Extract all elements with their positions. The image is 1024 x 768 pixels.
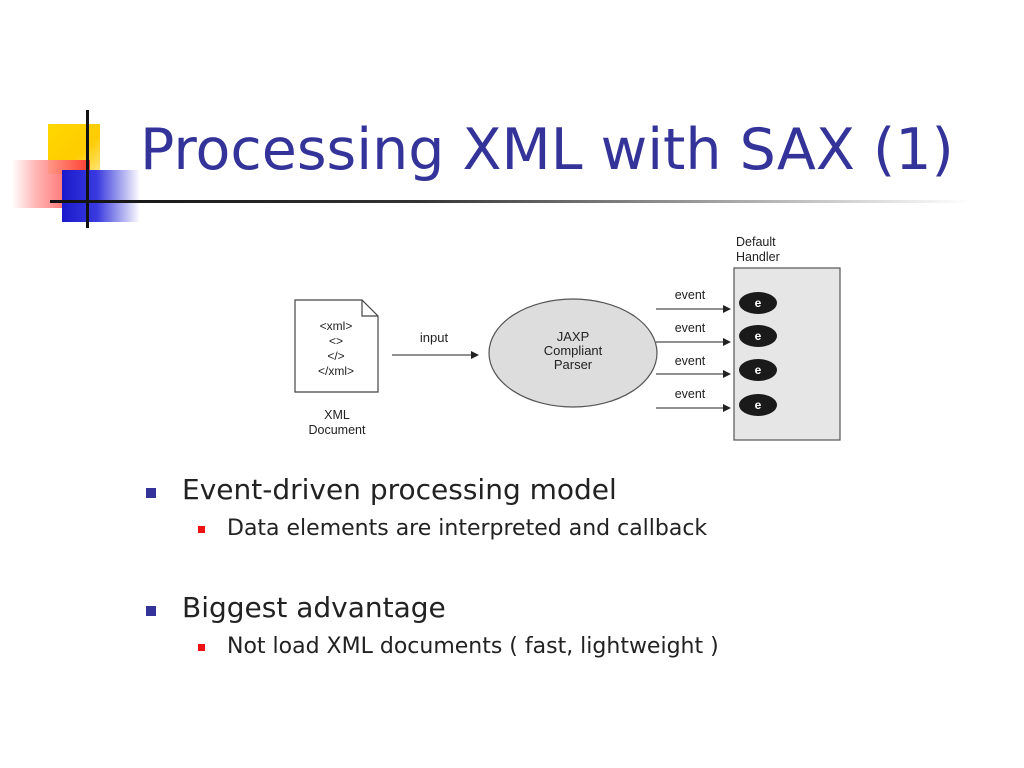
title-underline	[50, 200, 970, 203]
document-line: </xml>	[318, 364, 354, 378]
event-marker	[739, 359, 777, 381]
event-marker	[739, 325, 777, 347]
document-line: <xml>	[320, 319, 353, 333]
event-label: event	[675, 387, 706, 401]
document-line: <>	[329, 334, 343, 348]
handler-label: Default	[736, 235, 776, 249]
event-marker-label: e	[755, 329, 762, 343]
sub-bullet-text: Not load XML documents ( fast, lightweig…	[227, 634, 719, 659]
parser-label: Parser	[554, 357, 593, 372]
square-bullet-icon	[146, 606, 156, 616]
event-marker	[739, 394, 777, 416]
event-marker	[739, 292, 777, 314]
parser-label: JAXP	[557, 329, 590, 344]
event-label: event	[675, 321, 706, 335]
decorative-vertical-line	[86, 110, 89, 228]
event-marker-label: e	[755, 363, 762, 377]
small-square-bullet-icon	[198, 644, 205, 651]
sax-diagram: <xml> <> </> </xml> XML Document input J…	[294, 235, 841, 441]
slide-title: Processing XML with SAX (1)	[140, 117, 954, 183]
document-label: Document	[309, 423, 366, 437]
sub-bullet-text: Data elements are interpreted and callba…	[227, 516, 708, 541]
decorative-blue-bar	[62, 170, 140, 222]
input-label: input	[420, 330, 449, 345]
sub-bullet-item: Not load XML documents ( fast, lightweig…	[140, 630, 1000, 664]
document-label: XML	[324, 408, 350, 422]
document-line: </>	[327, 349, 344, 363]
handler-label: Handler	[736, 250, 780, 264]
document-fold	[361, 300, 378, 317]
parser-ellipse	[488, 298, 658, 408]
bullet-item: Event-driven processing model	[140, 468, 1000, 512]
bullet-text: Biggest advantage	[182, 591, 446, 624]
event-label: event	[675, 288, 706, 302]
bullet-text: Event-driven processing model	[182, 473, 617, 506]
event-label: event	[675, 354, 706, 368]
event-marker-label: e	[755, 398, 762, 412]
xml-document-icon	[294, 299, 379, 393]
square-bullet-icon	[146, 488, 156, 498]
sub-bullet-item: Data elements are interpreted and callba…	[140, 512, 1000, 546]
event-marker-label: e	[755, 296, 762, 310]
bullet-item: Biggest advantage	[140, 586, 1000, 630]
parser-label: Compliant	[544, 343, 603, 358]
bullet-list: Event-driven processing model Data eleme…	[140, 468, 1000, 664]
small-square-bullet-icon	[198, 526, 205, 533]
